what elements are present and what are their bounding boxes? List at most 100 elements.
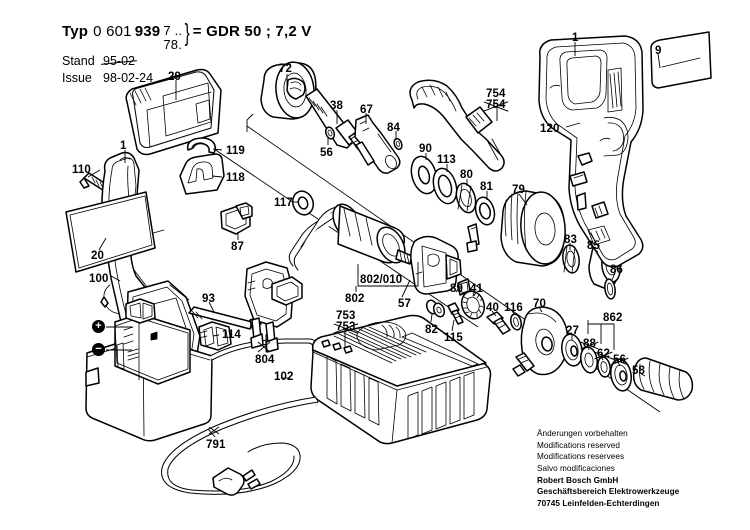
callout-753-cancelled: 753 [336,321,356,334]
callout-number: 85 [587,240,600,252]
callout-number: 1 [120,140,127,152]
part-9-nameplate [650,31,712,89]
part-70-pin [512,352,535,377]
part-804-switch [244,261,303,353]
callout-41: 41 [470,283,483,296]
callout-86: 86 [610,264,623,277]
callout-number: 58 [632,365,645,377]
motor-wire-harness [288,206,337,271]
callout-117: 117 [274,197,293,210]
callout-number: 120 [540,123,560,135]
stand-key: Stand [62,54,95,69]
callout-number: 110 [72,164,91,176]
charger-power-cable [161,396,319,496]
callout-number: 804 [255,354,275,366]
callout-27: 27 [566,325,579,338]
typ-variant-stack: 7 .. 78. [163,24,182,51]
callout-110: 110 [72,164,91,177]
part-79-hammer [500,190,566,267]
callout-number: 40 [486,302,499,314]
callout-number: 81 [480,181,493,193]
callout-81: 81 [480,181,493,194]
footer-company: Robert Bosch GmbH [537,475,619,485]
part-81-ring [474,196,496,226]
callout-93: 93 [202,293,215,306]
callout-102: 102 [274,371,294,384]
callout-number: 1 [572,32,579,44]
part-41-gear [460,290,486,320]
callout-62-cancelled: 62 [597,348,610,361]
diagram-header: Typ 0 601 939 7 .. 78. } = GDR 50 ; 7,2 … [62,19,311,85]
typ-variant-top: 7 .. [163,23,183,38]
part-116-washer [509,313,523,331]
issue-line: Issue 98-02-24 [62,72,311,85]
issue-value: 98-02-24 [103,70,154,85]
callout-80: 80 [460,169,473,182]
part-80-sleeve [455,182,477,214]
part-802-motor [332,203,413,265]
callout-number: 802 [345,293,365,305]
typ-number-main: 939 [134,23,161,40]
callout-79: 79 [512,184,525,197]
callout-67: 67 [360,104,373,117]
part-118-bracket [179,153,225,195]
callout-number: 70 [533,298,546,310]
part-1-right-housing [538,35,644,268]
callout-number: 93 [202,293,215,305]
part-56-oring [324,126,336,140]
callout-number: 82 [425,324,438,336]
footer-address: 70745 Leinfelden-Echterdingen [537,498,660,508]
callout-number: 67 [360,104,373,116]
typ-label: Typ [62,23,89,40]
callout-number: 41 [470,283,483,295]
callout-754-cancelled: 754 [486,99,506,112]
callout-number: 56 [320,147,333,159]
callout-802: 802 [345,293,365,306]
callout-56-cancelled: 56 [613,354,626,367]
variant-brace: } [184,19,191,47]
callout-number: 102 [274,371,294,383]
callout-56: 56 [320,147,333,160]
part-87-lever [220,202,253,235]
stand-value: 95-02 [103,54,135,69]
callout-number: 115 [444,332,463,344]
part-82-washers [425,299,446,318]
callout-58: 58 [632,365,645,378]
footer-division: Geschäftsbereich Elektrowerkzeuge [537,487,680,497]
part-84-oring [393,137,403,151]
part-70-flywheel [520,306,569,376]
callout-113: 113 [437,154,456,167]
callout-754: 754 [486,88,506,101]
cancelled-marks [208,341,271,435]
stand-line: Stand 95-02 [62,55,311,68]
part-29-cover [125,68,222,156]
legal-footer: Änderungen vorbehalten Modifications res… [537,428,679,509]
polarity-plus-icon: + [92,320,105,333]
callout-119: 119 [226,145,245,158]
part-115-screw [447,302,464,325]
part-119-clip [186,137,217,154]
part-791-battery-pack [85,298,213,442]
polarity-leader-lines [106,326,132,351]
callout-82: 82 [425,324,438,337]
part-81-pin [466,223,480,253]
callout-number: 116 [504,302,523,314]
callout-57: 57 [398,298,411,311]
typ-number-prefix: 0 601 [93,23,132,40]
callout-number: 117 [274,197,293,209]
typ-variant-bottom: 78. [163,36,183,52]
part-38-spindle [305,88,368,150]
part-102-loop-cable [209,338,319,421]
callout-802/010: 802/010 [360,274,402,287]
footer-line-en: Modifications reserved [537,440,621,450]
issue-key: Issue [62,70,92,85]
part-83-ring [562,244,580,274]
part-67-anvil [354,114,401,174]
callout-87: 87 [231,241,244,254]
part-58-spring [632,357,694,401]
callout-40: 40 [486,302,499,315]
footer-line-fr: Modifications reservees [537,452,625,462]
part-754-strap [409,79,505,172]
callout-number: 119 [226,145,245,157]
